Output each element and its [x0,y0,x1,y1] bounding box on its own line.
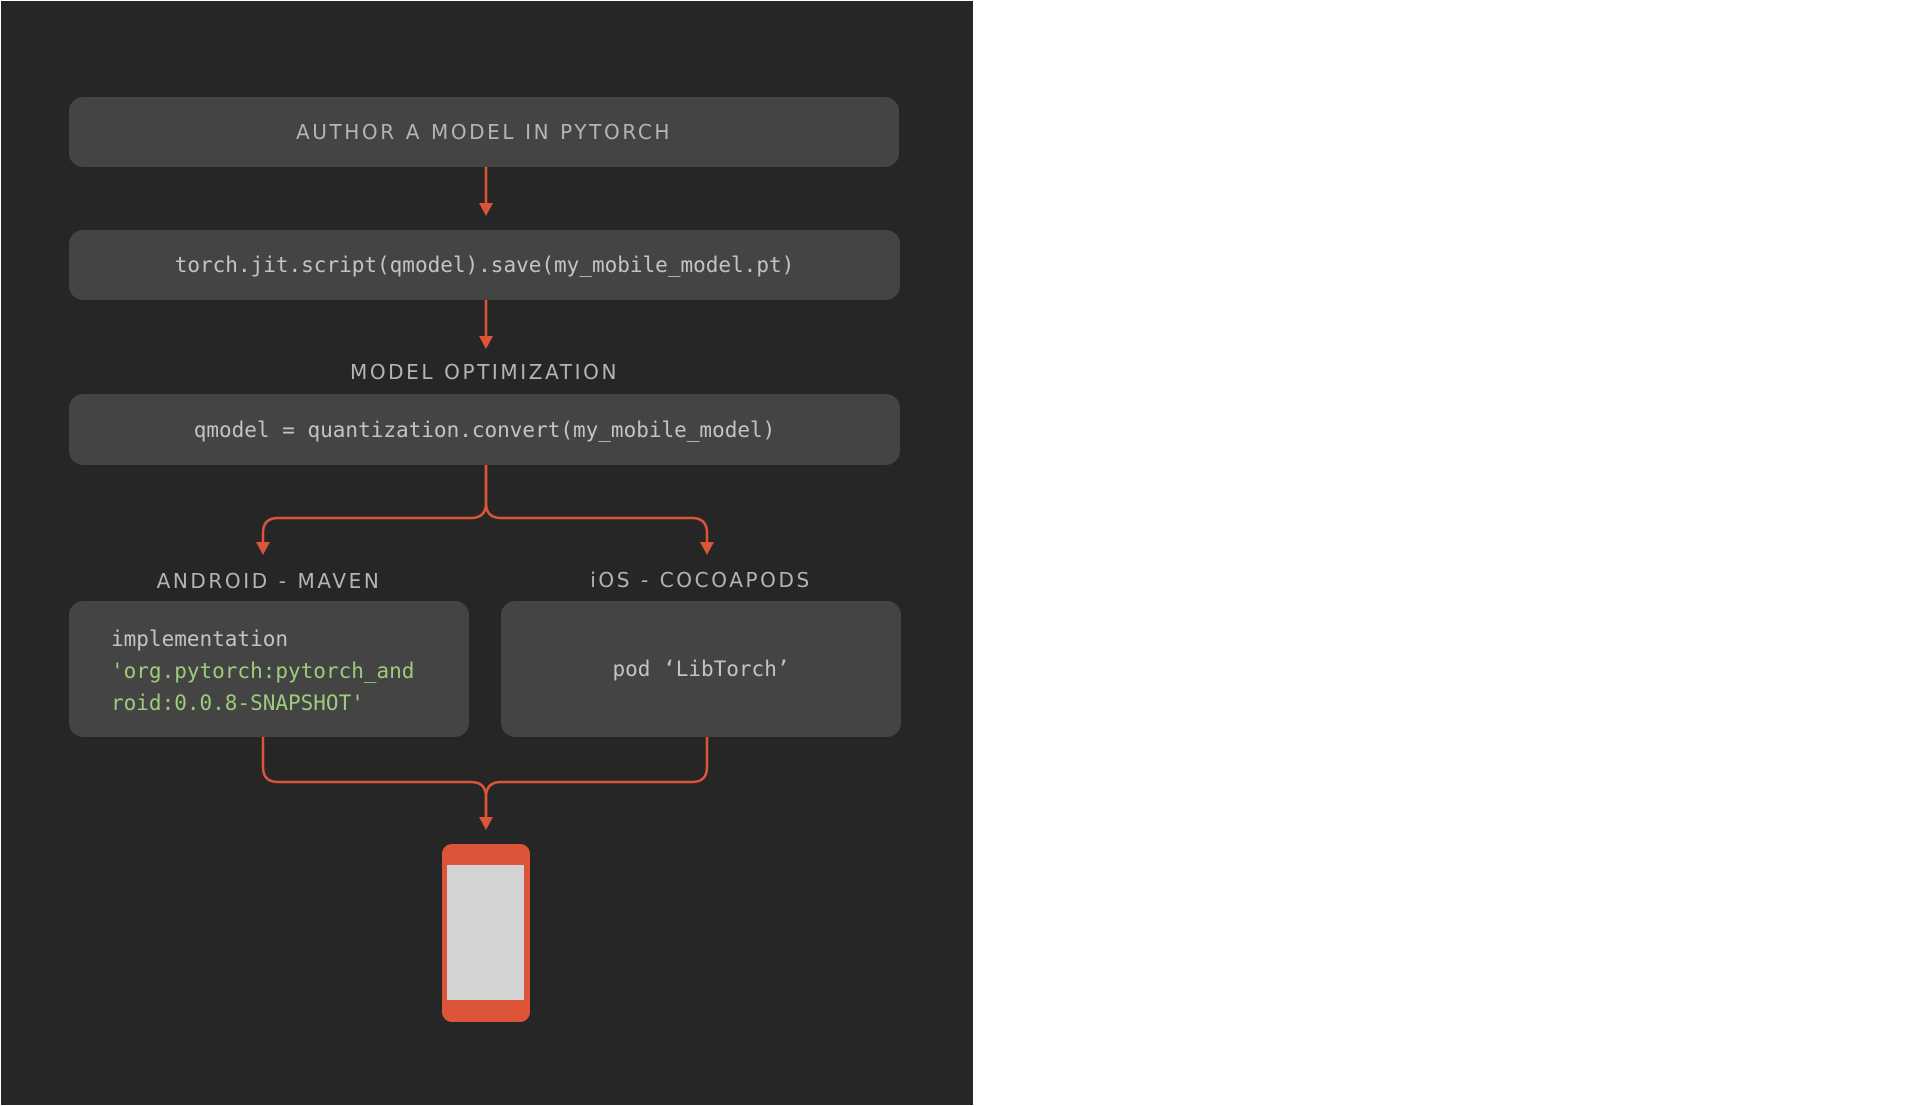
flow-connectors [256,167,714,1022]
android-code-line-2: 'org.pytorch:pytorch_android:0.0.8-SNAPS… [111,659,415,715]
diagram-panel: AUTHOR A MODEL IN PYTORCH torch.jit.scri… [1,1,973,1105]
ios-cocoapods-label: iOS - COCOAPODS [590,568,812,592]
author-model-label: AUTHOR A MODEL IN PYTORCH [295,120,673,144]
android-maven-label: ANDROID - MAVEN [156,569,382,593]
android-maven-box: implementation 'org.pytorch:pytorch_andr… [69,601,469,737]
arrowhead-optimization [479,336,493,349]
script-save-step: torch.jit.script(qmodel).save(my_mobile_… [69,230,900,300]
arrowhead-ios [700,542,714,555]
arrow-ios-to-device [484,737,709,819]
arrow-split-to-ios [484,465,709,543]
android-code-line-1: implementation [111,627,289,651]
android-gradle-code: implementation 'org.pytorch:pytorch_andr… [111,623,427,719]
ios-podfile-code: pod ‘LibTorch’ [612,657,790,681]
ios-cocoapods-box: pod ‘LibTorch’ [501,601,901,737]
arrow-split-to-android [261,465,488,543]
quantize-code: qmodel = quantization.convert(my_mobile_… [193,417,776,442]
arrowhead-device [479,817,493,830]
script-save-code: torch.jit.script(qmodel).save(my_mobile_… [174,253,795,277]
arrowhead-android [256,542,270,555]
model-optimization-label: MODEL OPTIMIZATION [349,360,620,384]
smartphone-icon [442,844,530,1022]
arrowhead-script [479,203,493,216]
quantize-step: qmodel = quantization.convert(my_mobile_… [69,394,900,465]
arrow-android-to-device [261,737,488,819]
author-model-step: AUTHOR A MODEL IN PYTORCH [69,97,899,167]
